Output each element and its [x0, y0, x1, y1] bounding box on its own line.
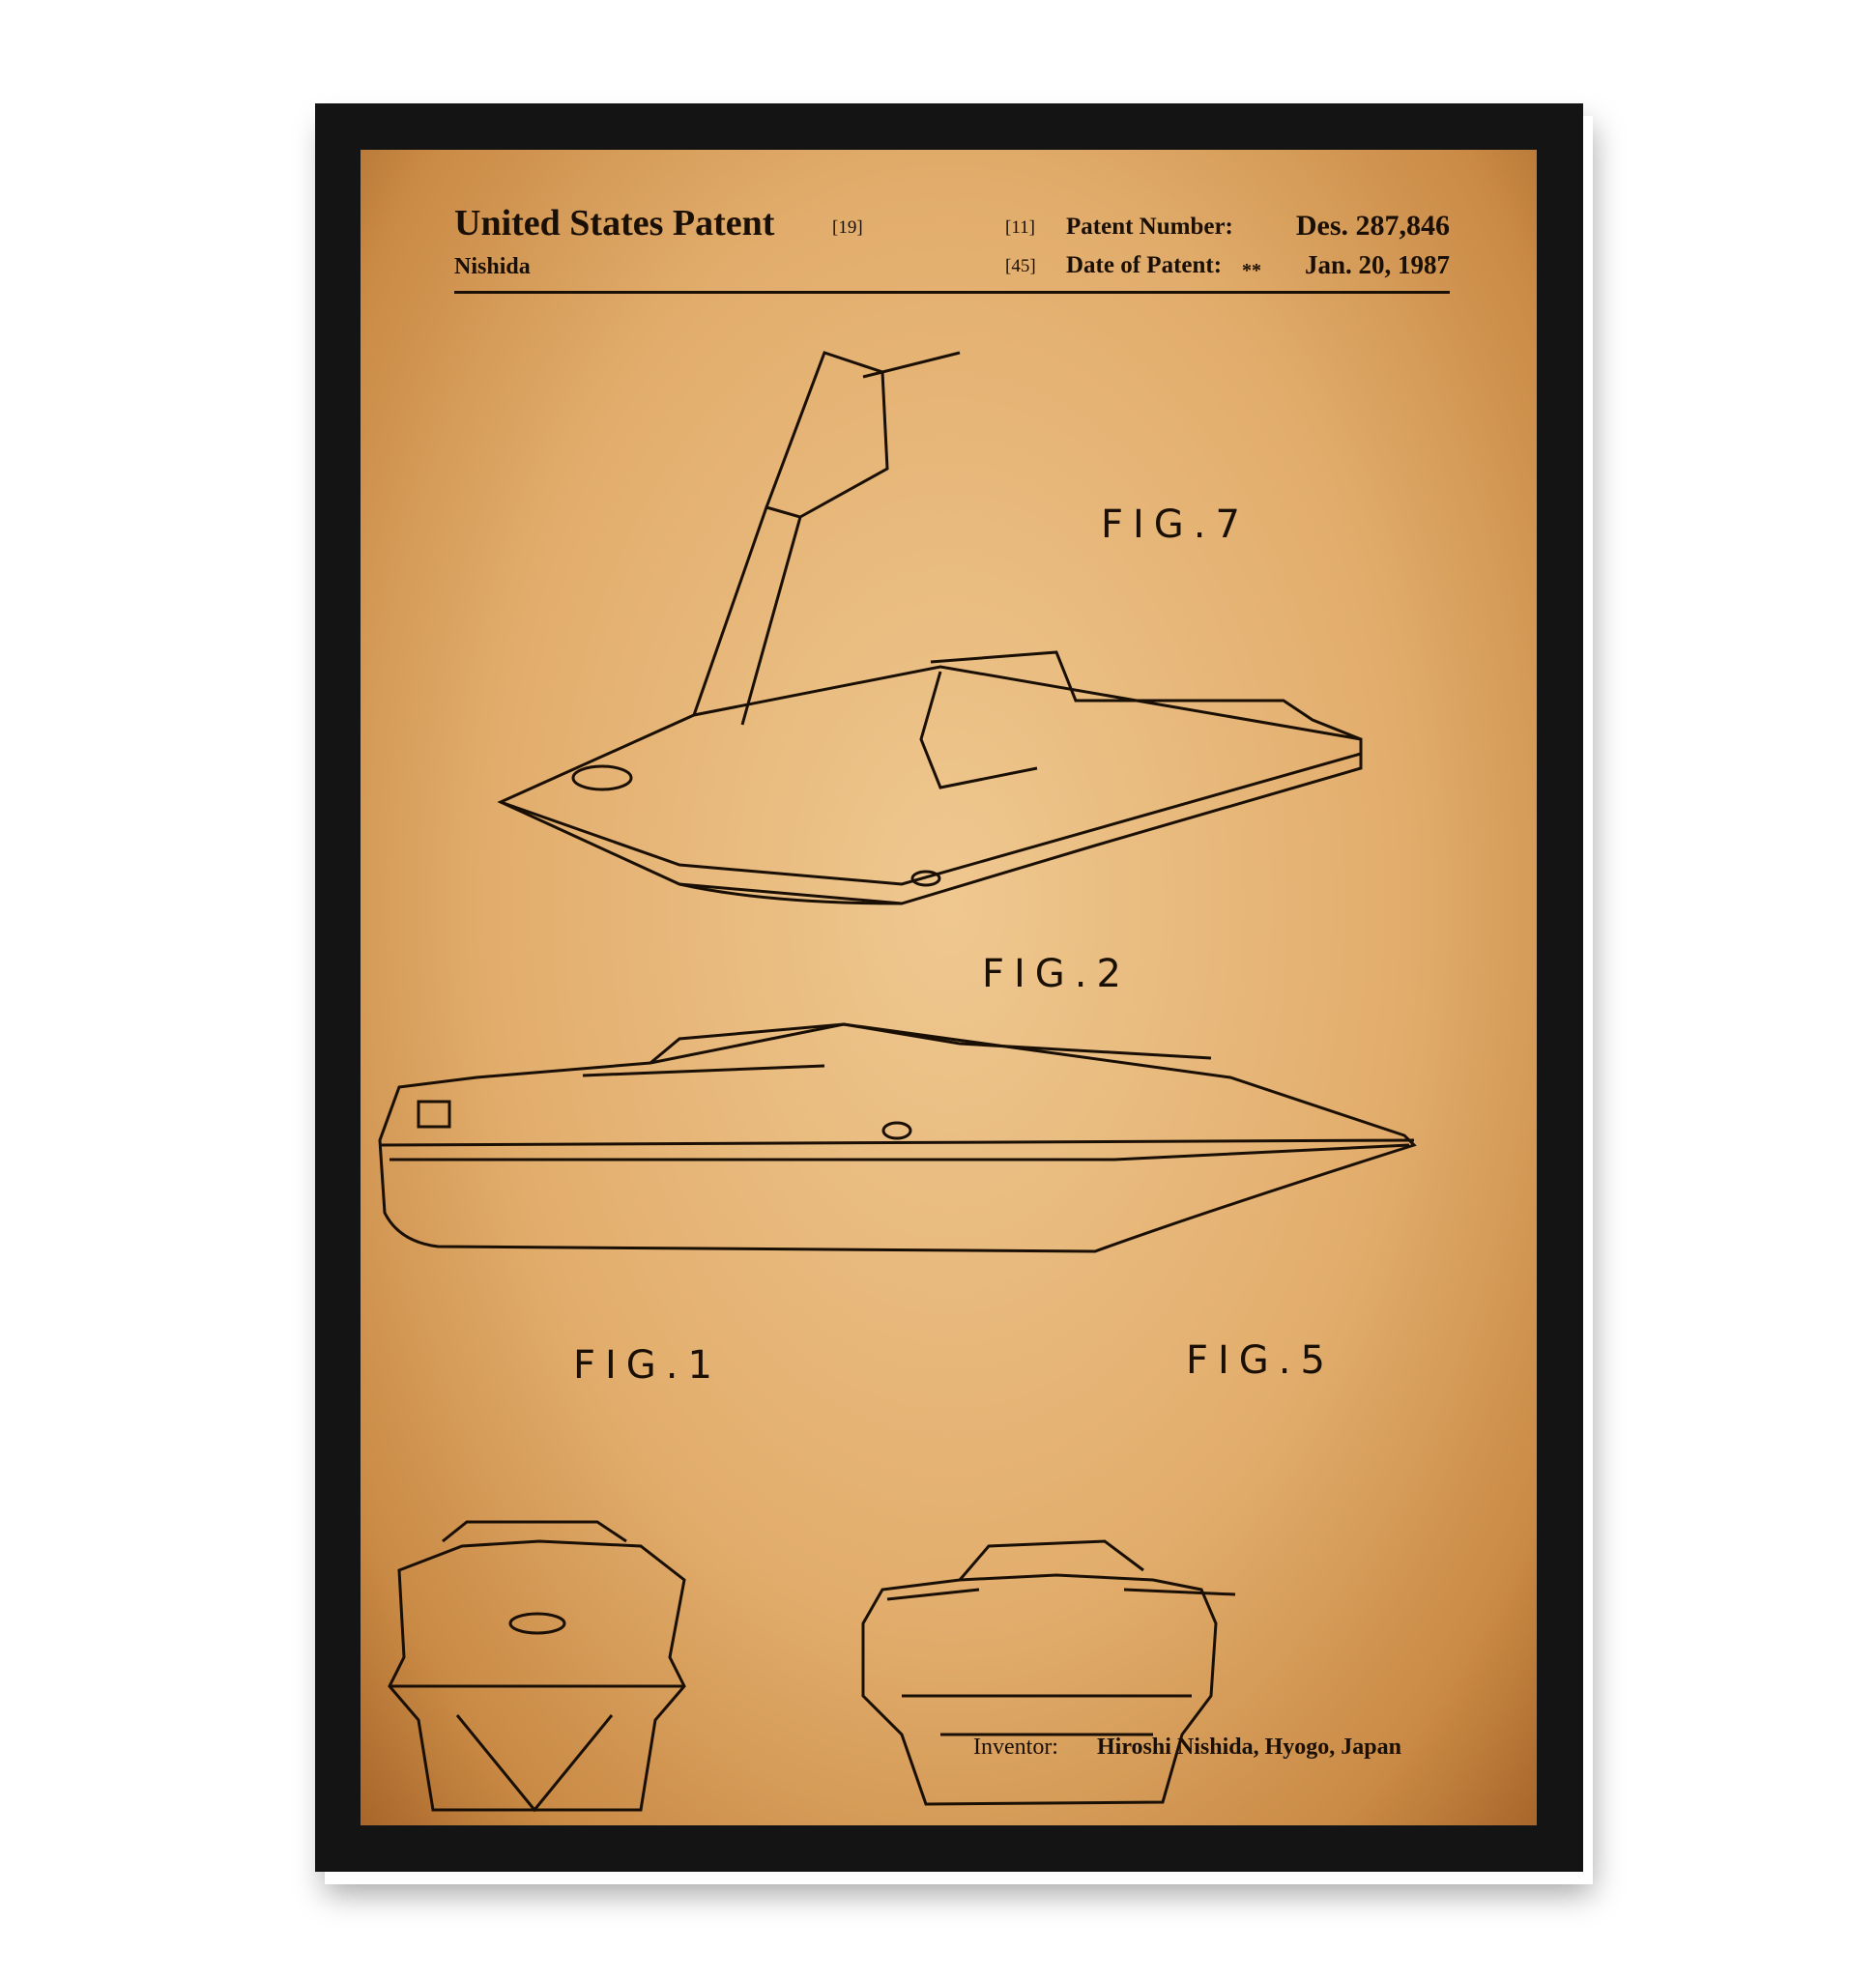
fig5-label: FIG.5: [1186, 1338, 1335, 1383]
date-value: Jan. 20, 1987: [1304, 250, 1450, 279]
date-code: [45]: [1005, 256, 1036, 276]
patent-title: United States Patent: [454, 203, 775, 244]
date-marks: **: [1242, 260, 1261, 281]
number-code: [11]: [1005, 217, 1035, 238]
fig7-label: FIG.7: [1101, 502, 1250, 547]
title-code: [19]: [832, 217, 863, 238]
patent-paper: United States Patent [19] Nishida [11] P…: [361, 150, 1537, 1825]
patent-drawings: [378, 351, 1417, 1813]
fig2-drawing: [378, 1022, 1417, 1253]
header-rule: [454, 291, 1450, 294]
fig2-label: FIG.2: [982, 952, 1131, 996]
fig1-label: FIG.1: [573, 1343, 722, 1388]
fig1-drawing: [388, 1520, 686, 1813]
inventor-value: Hiroshi Nishida, Hyogo, Japan: [1097, 1735, 1401, 1760]
date-label: Date of Patent:: [1066, 252, 1223, 278]
fig5-drawing: [861, 1539, 1236, 1806]
fig7-drawing: [497, 351, 1363, 905]
number-label: Patent Number:: [1066, 214, 1233, 240]
inventor-label: Inventor:: [973, 1735, 1058, 1760]
number-value: Des. 287,846: [1295, 210, 1450, 242]
inventor-short: Nishida: [454, 254, 531, 279]
